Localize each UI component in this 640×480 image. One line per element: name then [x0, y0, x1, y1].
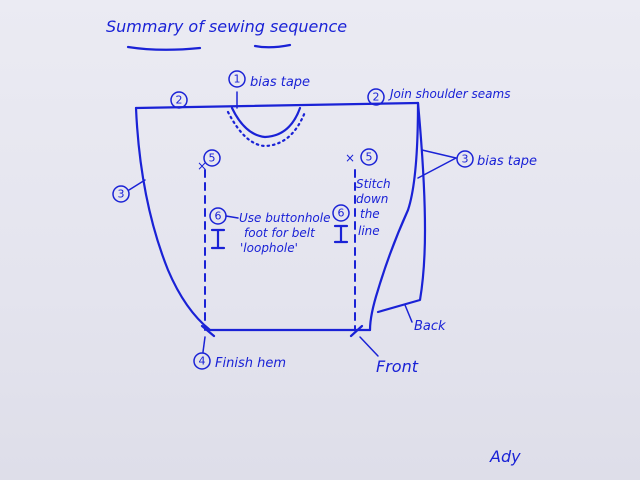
step3-left-leader — [128, 179, 146, 191]
hem-ticks — [200, 324, 364, 338]
title-underline-2 — [253, 43, 292, 49]
step2-right-number: 2 — [373, 91, 380, 104]
step3-label: bias tape — [477, 154, 537, 169]
step4-marker — [193, 352, 211, 370]
step5-left-number: 5 — [209, 152, 216, 165]
back-panel — [376, 101, 427, 314]
x-mark-left: × — [197, 159, 207, 173]
step2-right-marker — [367, 88, 385, 106]
step6-right-number: 6 — [338, 207, 345, 220]
step3-right-number: 3 — [462, 153, 469, 166]
right-side-seam — [368, 101, 420, 332]
step2-left-marker — [170, 91, 188, 109]
step5-right-number: 5 — [366, 151, 373, 164]
signature: Ady — [489, 447, 521, 466]
back-label: Back — [414, 319, 446, 334]
step6-right-marker — [332, 204, 350, 222]
buttonhole-left-icon — [210, 228, 226, 250]
step3-right-marker — [456, 150, 474, 168]
step5-left-marker — [203, 149, 221, 167]
step4-label: Finish hem — [215, 356, 286, 371]
buttonhole-note-line1: Use buttonhole — [239, 211, 330, 225]
step3-left-marker — [112, 185, 130, 203]
front-label: Front — [376, 357, 419, 376]
step1-label: bias tape — [250, 75, 310, 90]
step6-left-number: 6 — [215, 210, 222, 223]
step4-leader — [202, 336, 206, 353]
x-mark-right: × — [345, 151, 355, 165]
step5-right-marker — [360, 148, 378, 166]
neckline-bias-stitch — [226, 110, 307, 148]
buttonhole-right-icon — [333, 224, 349, 244]
stitch-note-line1: Stitch — [356, 177, 391, 191]
step6-left-leader — [225, 215, 239, 219]
step3-right-leader — [417, 149, 457, 179]
left-side-and-hem — [134, 106, 372, 332]
step2-left-number: 2 — [176, 94, 183, 107]
stitch-note-line3: the — [360, 207, 380, 221]
step4-number: 4 — [199, 355, 206, 368]
stitch-note-line2: down — [356, 192, 388, 206]
buttonhole-note-line3: 'loophole' — [240, 241, 298, 255]
front-leader — [359, 336, 379, 357]
neckline — [230, 106, 302, 139]
back-leader — [404, 304, 413, 323]
title: Summary of sewing sequence — [106, 17, 347, 36]
step1-number: 1 — [234, 73, 241, 86]
stitch-note-line4: line — [358, 224, 380, 238]
step3-left-number: 3 — [118, 188, 125, 201]
step1-marker — [228, 70, 246, 88]
step2-label: Join shoulder seams — [388, 87, 510, 101]
title-underline-1 — [126, 45, 202, 51]
buttonhole-note-line2: foot for belt — [244, 226, 316, 240]
